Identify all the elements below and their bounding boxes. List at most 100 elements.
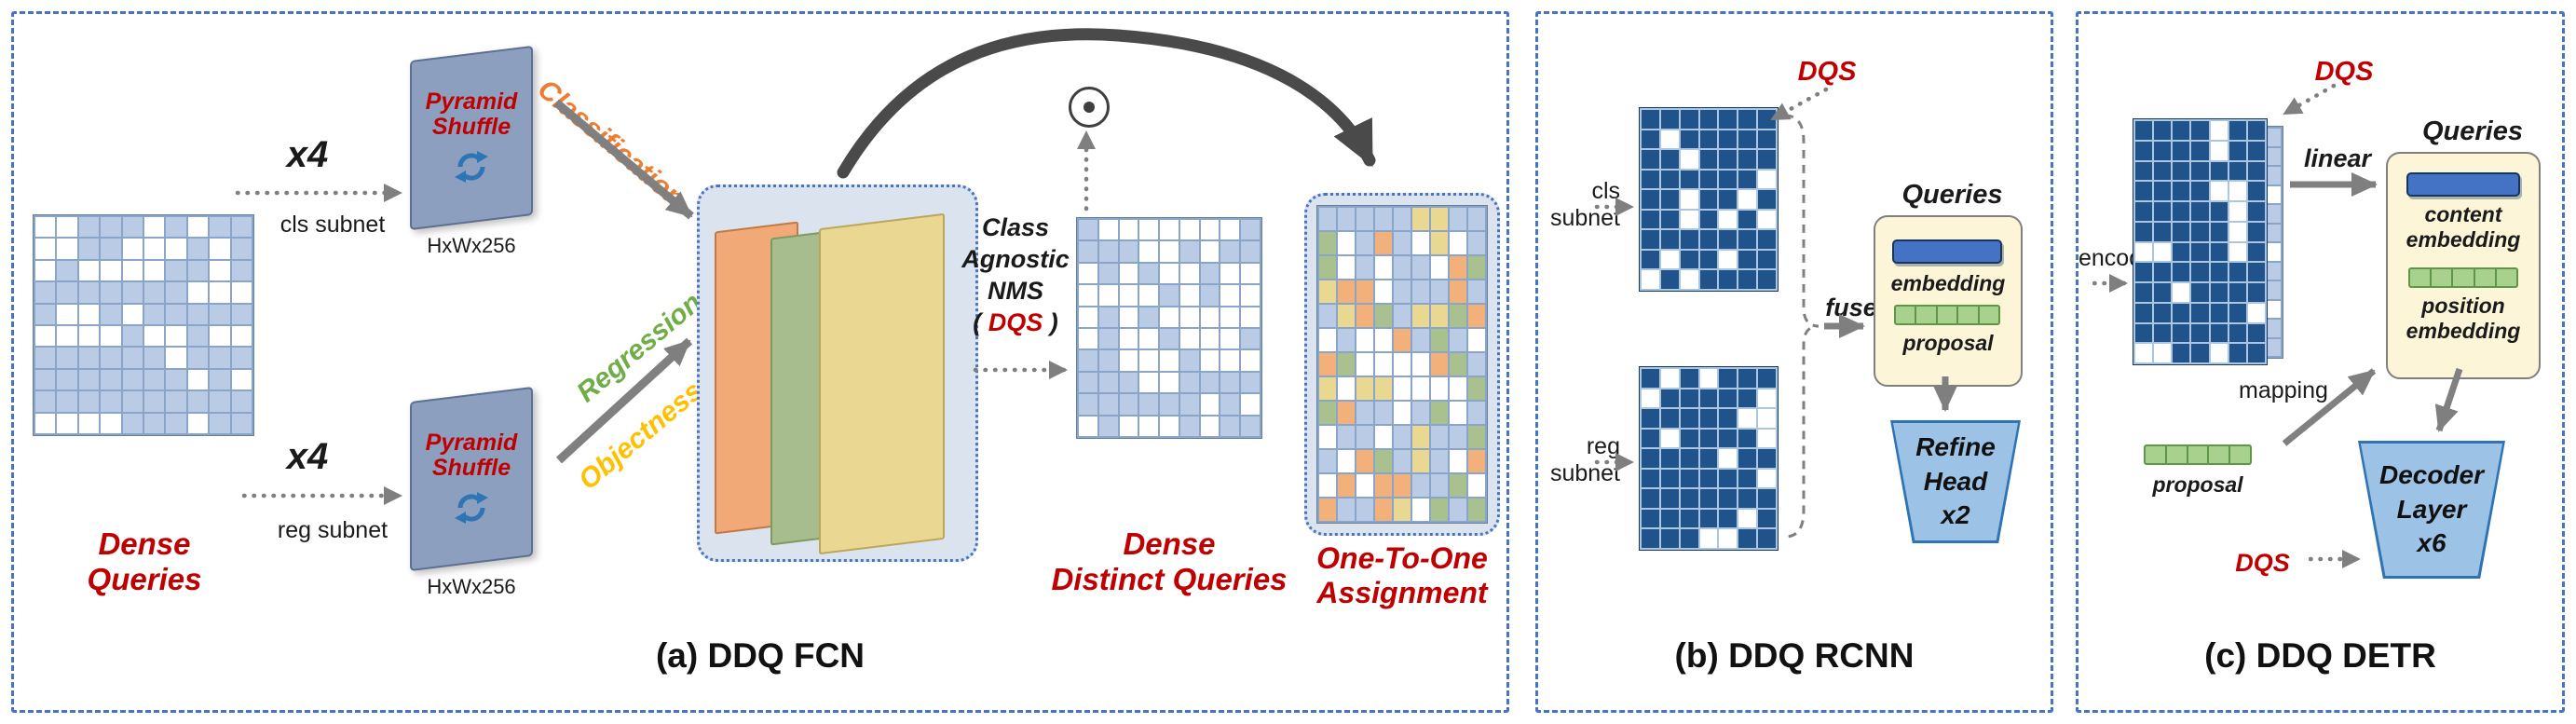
dqs-bottom-label: DQS (2235, 549, 2290, 577)
grid-cell (187, 391, 209, 412)
grid-cell (1412, 256, 1429, 279)
grid-cell (231, 369, 252, 390)
grid-cell (2173, 323, 2190, 343)
grid-cell (101, 413, 121, 433)
grid-cell (1680, 110, 1698, 129)
grid-cell (2210, 182, 2228, 200)
grid-cell (1660, 150, 1679, 169)
grid-cell (187, 348, 209, 368)
grid-cell (101, 282, 121, 303)
grid-cell (1319, 329, 1336, 351)
grid-cell (1660, 369, 1679, 388)
grid-cell (231, 239, 252, 259)
grid-cell (1699, 409, 1718, 428)
grid-cell (1319, 208, 1336, 230)
grid-cell (1450, 402, 1466, 424)
grid-cell (1375, 353, 1392, 376)
grid-cell (35, 348, 56, 368)
position-embedding-bar (2408, 267, 2518, 288)
grid-cell (1431, 426, 1448, 448)
grid-cell (1356, 377, 1373, 400)
grid-cell (1179, 263, 1199, 284)
grid-cell (187, 217, 209, 238)
grid-cell (2265, 147, 2281, 165)
grid-cell (2135, 303, 2153, 322)
grid-cell (2247, 263, 2265, 281)
grid-cell (1220, 372, 1240, 393)
proposal-segment (2188, 446, 2210, 463)
hxw-cls-label: HxWx256 (427, 234, 516, 257)
grid-cell (1160, 372, 1179, 393)
grid-cell (2210, 263, 2228, 281)
grid-cell (1719, 529, 1738, 548)
grid-cell (57, 369, 77, 390)
grid-cell (57, 413, 77, 433)
grid-cell (1699, 489, 1718, 508)
grid-cell (1079, 372, 1097, 393)
grid-cell (101, 260, 121, 281)
grid-cell (1719, 190, 1738, 209)
grid-cell (1642, 210, 1659, 229)
grid-cell (1338, 353, 1355, 376)
grid-cell (1468, 426, 1485, 448)
dqs-top-label: DQS (2314, 57, 2374, 87)
grid-cell (2135, 141, 2153, 160)
dqs-parenthetical: ( DQS ) (973, 308, 1058, 336)
grid-cell (1738, 110, 1757, 129)
grid-cell (1468, 305, 1485, 327)
grid-cell (2210, 222, 2228, 241)
grid-cell (1119, 372, 1138, 393)
grid-cell (143, 260, 165, 281)
grid-cell (1660, 409, 1679, 428)
grid-cell (1738, 230, 1757, 249)
grid-cell (2191, 141, 2209, 160)
grid-cell (210, 391, 230, 412)
grid-cell (1758, 210, 1776, 229)
grid-cell (1200, 394, 1220, 415)
grid-cell (1758, 130, 1776, 149)
grid-cell (2247, 121, 2265, 140)
grid-cell (1738, 270, 1757, 289)
grid-cell (2173, 303, 2190, 322)
proposal-segment (2167, 446, 2188, 463)
grid-cell (231, 282, 252, 303)
grid-cell (1394, 474, 1411, 497)
dqs-label: DQS (988, 308, 1043, 336)
grid-cell (1680, 489, 1698, 508)
refine-head-label: Refine Head x2 (1915, 432, 1996, 530)
grid-cell (2228, 263, 2246, 281)
grid-cell (231, 325, 252, 347)
grid-cell (1200, 220, 1220, 240)
grid-cell (2210, 303, 2228, 322)
grid-cell (1738, 130, 1757, 149)
grid-cell (1098, 328, 1118, 349)
grid-cell (1356, 426, 1373, 448)
grid-cell (1394, 377, 1411, 400)
grid-cell (1431, 353, 1448, 376)
grid-cell (1241, 241, 1260, 262)
grid-cell (1098, 372, 1118, 393)
grid-cell (210, 325, 230, 347)
grid-cell (1450, 377, 1466, 400)
grid-cell (1139, 416, 1159, 436)
linear-label: linear (2303, 144, 2372, 172)
grid-cell (1319, 377, 1336, 400)
grid-cell (1160, 328, 1179, 349)
grid-cell (1431, 499, 1448, 521)
grid-cell (1119, 328, 1138, 349)
grid-cell (1375, 402, 1392, 424)
reg-subnet-feature-grid (1639, 366, 1779, 551)
grid-cell (1098, 416, 1118, 436)
grid-cell (1119, 241, 1138, 262)
grid-cell (1179, 328, 1199, 349)
proposal-bar (1894, 305, 2000, 325)
grid-cell (1699, 150, 1718, 169)
grid-cell (57, 260, 77, 281)
grid-cell (1431, 377, 1448, 400)
one-to-one-assignment-grid (1316, 205, 1488, 524)
grid-cell (1719, 270, 1738, 289)
pyramid-shuffle-cls-block: Pyramid Shuffle (410, 45, 533, 231)
grid-cell (1241, 307, 1260, 327)
grid-cell (1660, 230, 1679, 249)
grid-cell (1660, 529, 1679, 548)
